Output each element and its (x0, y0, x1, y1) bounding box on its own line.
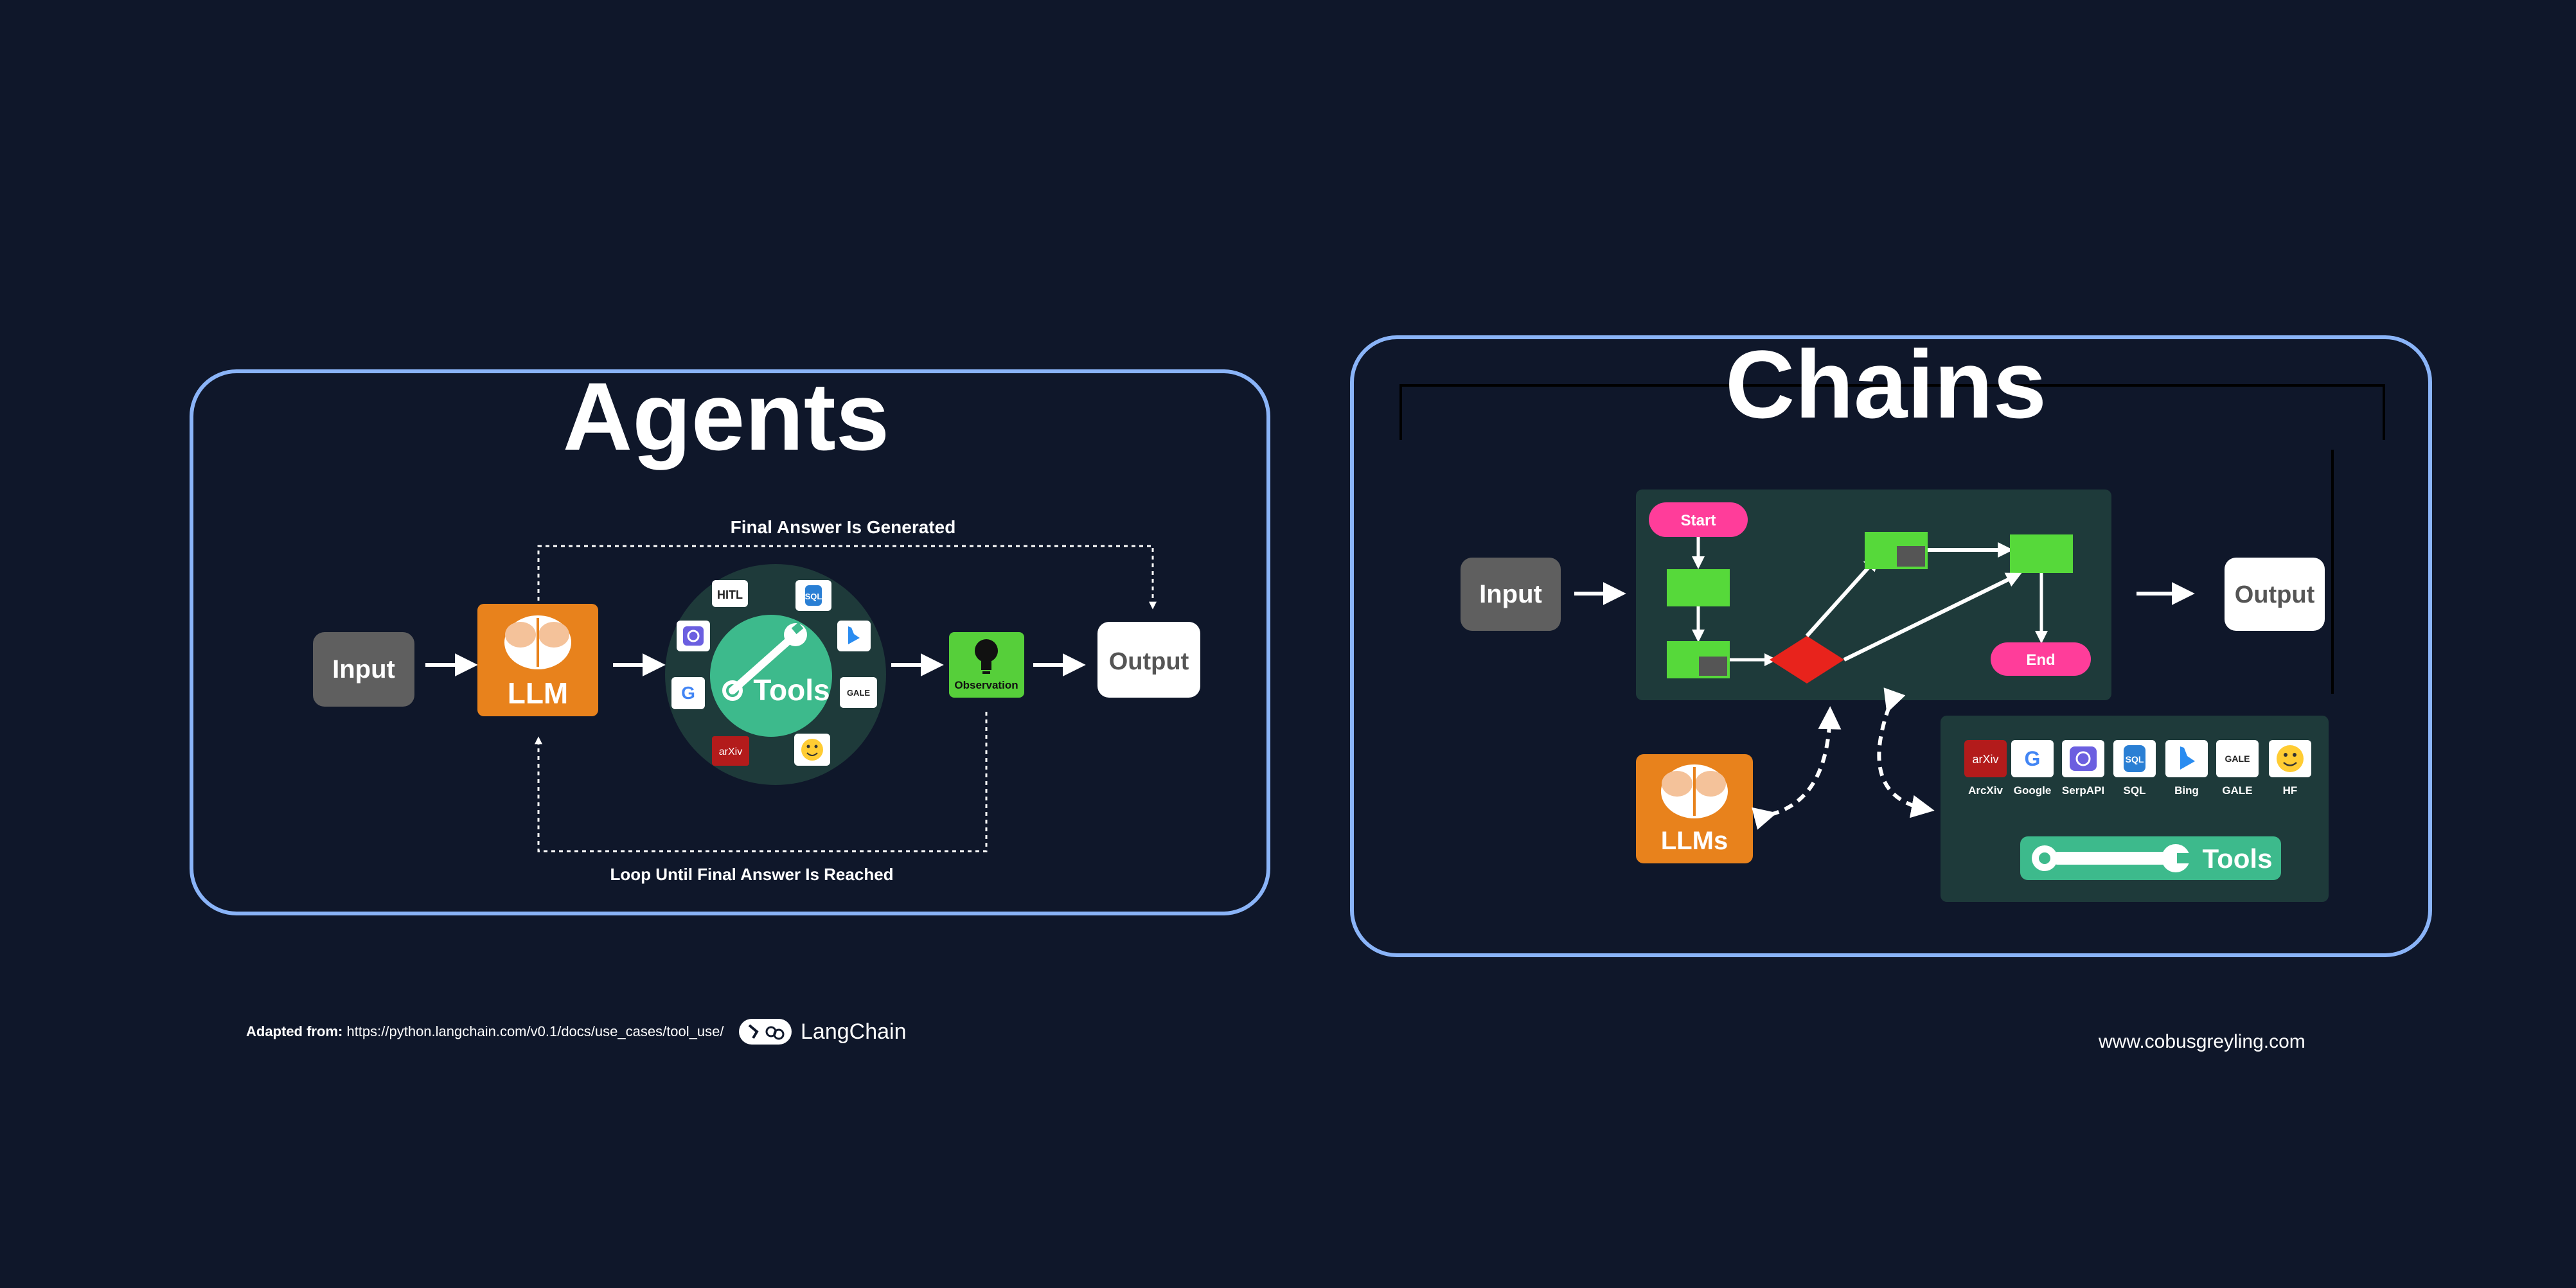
agents-tools-label: Tools (753, 673, 830, 707)
arxiv-icon: arXiv (1964, 740, 2007, 777)
arxiv-icon: arXiv (712, 736, 749, 766)
agents-frame (190, 369, 1270, 915)
tool-label-arcxiv: ArcXiv (1968, 784, 2003, 797)
chains-frame (1350, 335, 2432, 957)
tool-label-google: Google (2014, 784, 2052, 797)
chains-output-label: Output (2235, 581, 2315, 608)
langchain-brand: LangChain (801, 1019, 907, 1044)
observation-label: Observation (954, 679, 1018, 691)
adapted-prefix: Adapted from: (246, 1023, 343, 1039)
adapted-url[interactable]: https://python.langchain.com/v0.1/docs/u… (346, 1023, 724, 1039)
flow-step-1 (1667, 569, 1730, 606)
bing-icon (2165, 740, 2208, 777)
chains-title: Chains (1725, 330, 2047, 438)
agents-output-box (1097, 622, 1200, 698)
chains-tools-label: Tools (2203, 843, 2273, 874)
chains-output-box (2225, 558, 2325, 631)
chains-input-label: Input (1479, 580, 1542, 608)
brain-icon (504, 615, 571, 669)
llms-flow-connector (1752, 706, 1842, 830)
agents-llm-label: LLM (508, 676, 569, 710)
google-icon: G (2011, 740, 2054, 777)
chains-input-box (1461, 558, 1561, 631)
agents-input-label: Input (332, 655, 395, 684)
chains-tool-icons: arXiv ArcXiv G Google SerpAPI SQL SQL (1964, 740, 2311, 797)
huggingface-icon (794, 734, 830, 766)
website-link[interactable]: www.cobusgreyling.com (2099, 1031, 2305, 1052)
flow-start (1649, 502, 1748, 537)
wrench-icon (2032, 844, 2191, 872)
loop-path (535, 712, 988, 852)
lightbulb-icon (975, 639, 998, 674)
flow-arrow-4 (1805, 555, 1879, 638)
adapted-from: Adapted from: https://python.langchain.c… (246, 1023, 724, 1040)
svg-text:arXiv: arXiv (1972, 753, 1998, 766)
brain-icon (1661, 764, 1728, 818)
tools-flow-connector (1877, 687, 1935, 818)
agents-output-label: Output (1109, 648, 1189, 675)
final-answer-label: Final Answer Is Generated (731, 517, 956, 537)
huggingface-icon (2269, 740, 2311, 777)
serpapi-icon (2062, 740, 2104, 777)
tool-label-bing: Bing (2174, 784, 2199, 797)
google-icon: G (671, 677, 705, 709)
wrench-icon (722, 622, 807, 701)
flow-end-label: End (2026, 651, 2055, 669)
svg-text:GALE: GALE (2225, 754, 2250, 764)
agents-tools-core (710, 615, 832, 737)
flow-end (1991, 642, 2091, 676)
loop-label: Loop Until Final Answer Is Reached (610, 865, 893, 884)
tool-label-serpapi: SerpAPI (2062, 784, 2104, 797)
langchain-logo-icon (739, 1019, 792, 1045)
flow-step-2-tag (1699, 657, 1727, 676)
tool-label-hf: HF (2283, 784, 2298, 797)
flow-arrow-6 (1843, 572, 2022, 662)
sql-icon: SQL (2113, 740, 2156, 777)
gale-icon: GALE (840, 677, 877, 708)
chains-bracket (1399, 384, 2385, 440)
chains-llms-label: LLMs (1661, 827, 1728, 855)
svg-text:HITL: HITL (717, 588, 743, 601)
svg-text:SQL: SQL (2126, 754, 2144, 764)
svg-text:G: G (2025, 747, 2041, 770)
agents-title: Agents (563, 362, 889, 470)
svg-text:SQL: SQL (805, 592, 822, 601)
svg-text:arXiv: arXiv (719, 746, 742, 757)
flow-step-4 (2010, 534, 2073, 573)
flow-decision (1770, 636, 1844, 684)
chains-panel: Chains Input Start End Output (1350, 330, 2432, 957)
svg-text:GALE: GALE (847, 688, 870, 698)
tool-label-sql: SQL (2124, 784, 2146, 797)
gale-icon: GALE (2216, 740, 2259, 777)
hitl-icon: HITL (712, 580, 748, 607)
agents-panel: Agents Final Answer Is Generated Loop Un… (190, 362, 1270, 915)
flow-step-3-tag (1897, 546, 1925, 567)
sql-icon: SQL (795, 580, 831, 611)
svg-text:G: G (681, 683, 695, 703)
tool-label-gale: GALE (2222, 784, 2252, 797)
bing-icon (837, 621, 871, 651)
agents-input-box (313, 632, 414, 707)
flow-start-label: Start (1681, 512, 1716, 529)
flow-panel (1636, 490, 2111, 700)
serpapi-icon (677, 621, 710, 651)
